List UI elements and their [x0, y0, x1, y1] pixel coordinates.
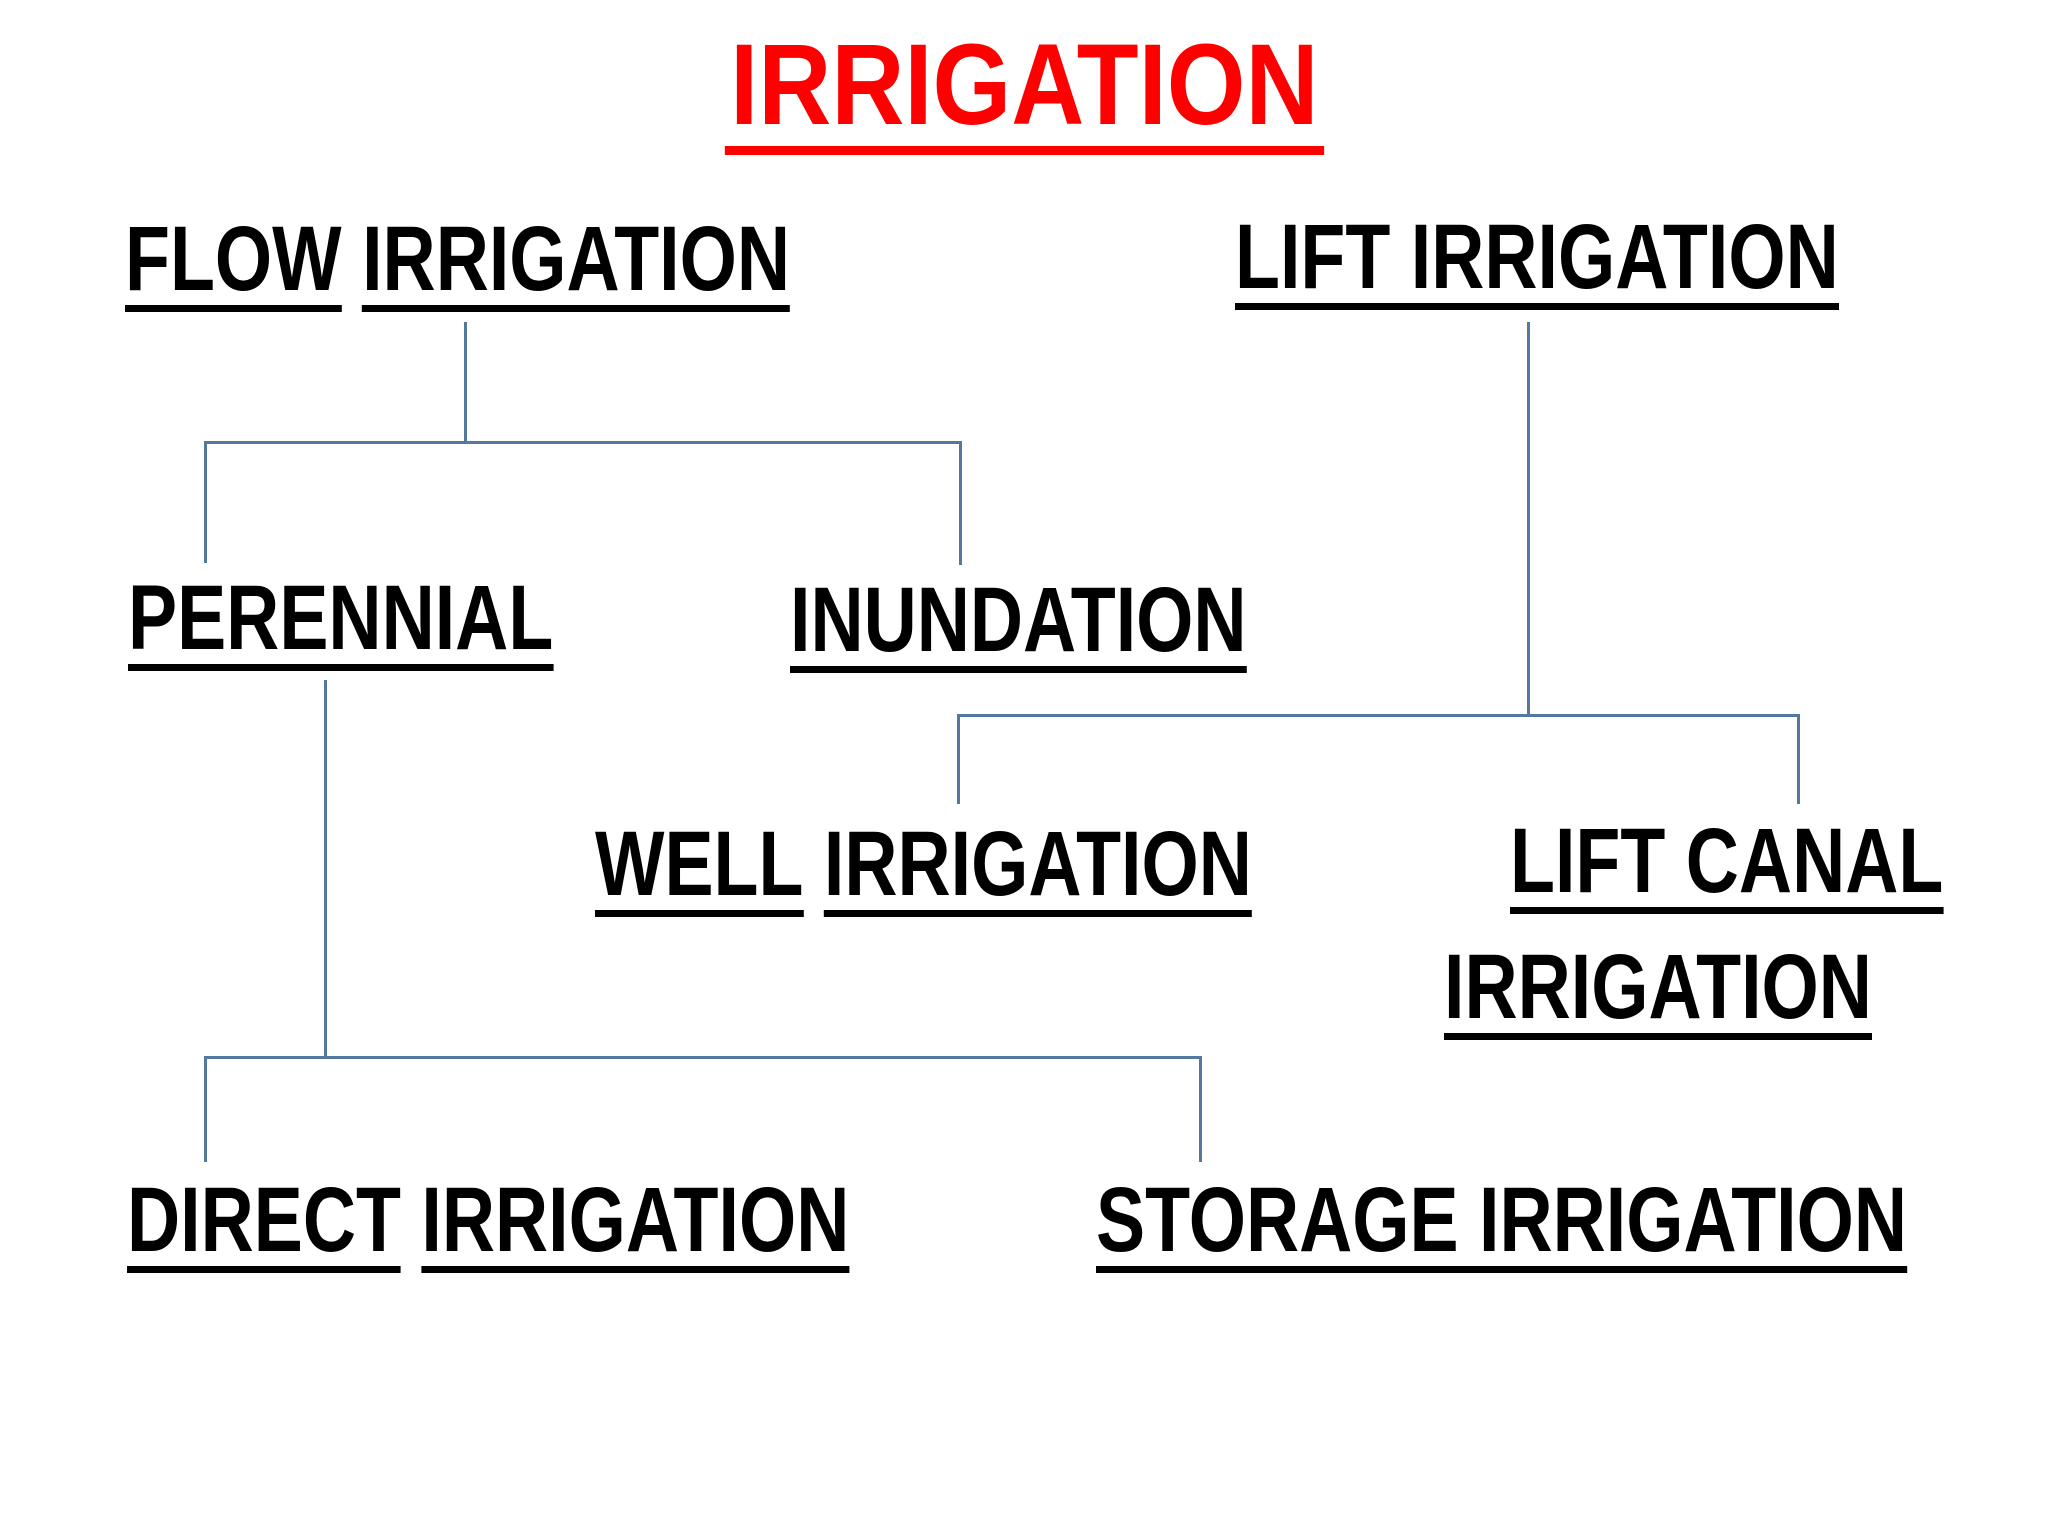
connector-flow-crossbar [204, 441, 962, 444]
node-well-irrigation: WELL IRRIGATION [595, 813, 1252, 917]
connector-flow-stem [464, 322, 467, 442]
connector-perennial-crossbar [204, 1056, 1202, 1059]
node-lift-irrigation: LIFT IRRIGATION [1235, 206, 1839, 310]
connector-lift-drop-liftcanal [1797, 714, 1800, 804]
node-lift-canal-irrigation-line2: IRRIGATION [1444, 936, 1872, 1040]
connector-lift-stem [1527, 322, 1530, 716]
connector-lift-crossbar [957, 714, 1800, 717]
diagram-title-row: IRRIGATION [0, 28, 2048, 155]
diagram-title: IRRIGATION [724, 28, 1324, 155]
connector-flow-drop-perennial [204, 441, 207, 563]
node-inundation: INUNDATION [790, 569, 1247, 673]
node-direct-irrigation: DIRECT IRRIGATION [127, 1169, 850, 1273]
connector-perennial-drop-storage [1199, 1056, 1202, 1162]
connector-perennial-drop-direct [204, 1056, 207, 1162]
node-flow-irrigation: FLOW IRRIGATION [125, 208, 791, 312]
node-lift-canal-irrigation-line1: LIFT CANAL [1510, 810, 1944, 914]
connector-perennial-stem [324, 680, 327, 1058]
connector-flow-drop-inundation [959, 441, 962, 565]
connector-lift-drop-well [957, 714, 960, 804]
node-storage-irrigation: STORAGE IRRIGATION [1096, 1169, 1908, 1273]
node-perennial: PERENNIAL [128, 567, 554, 671]
